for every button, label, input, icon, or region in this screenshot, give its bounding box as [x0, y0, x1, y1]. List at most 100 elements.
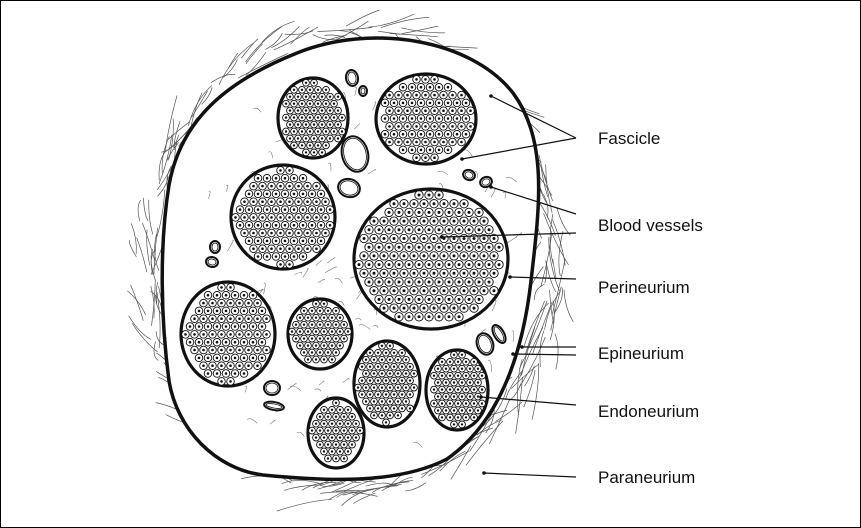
- paraneurium-fiber: [401, 28, 445, 33]
- paraneurium-fiber: [129, 240, 136, 257]
- leader-arrowhead: [489, 94, 493, 98]
- axon-core: [465, 117, 468, 120]
- axon-core: [293, 177, 296, 180]
- axon-core: [443, 220, 446, 223]
- axon-core: [469, 409, 471, 411]
- axon-core: [460, 94, 463, 97]
- axon-core: [437, 381, 439, 383]
- axon-core: [468, 211, 471, 214]
- axon-core: [329, 224, 332, 227]
- axon-core: [473, 402, 475, 404]
- axon-core: [406, 141, 409, 144]
- axon-core: [411, 86, 414, 89]
- paraneurium-fiber: [509, 383, 521, 400]
- axon-core: [198, 325, 201, 328]
- axon-core: [265, 317, 268, 320]
- axon-core: [445, 409, 447, 411]
- axon-core: [315, 185, 318, 188]
- axon-core: [319, 443, 321, 445]
- axon-core: [216, 372, 219, 375]
- axon-core: [315, 358, 317, 360]
- axon-core: [488, 263, 491, 266]
- paraneurium-fiber: [127, 291, 145, 315]
- axon-core: [365, 372, 367, 374]
- axon-core: [429, 86, 432, 89]
- axon-core: [438, 298, 441, 301]
- axon-core: [289, 96, 291, 98]
- axon-core: [252, 341, 255, 344]
- axon-core: [438, 246, 441, 249]
- axon-core: [477, 368, 479, 370]
- axon-core: [423, 254, 426, 257]
- axon-core: [428, 228, 431, 231]
- axon-core: [302, 193, 305, 196]
- paraneurium-fiber: [157, 292, 160, 348]
- axon-core: [337, 123, 339, 125]
- axon-core: [458, 281, 461, 284]
- axon-core: [463, 289, 466, 292]
- axon-core: [381, 400, 383, 402]
- axon-core: [337, 137, 339, 139]
- fascicle: [181, 282, 275, 386]
- axon-core: [243, 325, 246, 328]
- axon-core: [325, 89, 327, 91]
- axon-core: [343, 457, 345, 459]
- axon-core: [207, 372, 210, 375]
- axon-core: [216, 294, 219, 297]
- axon-core: [388, 246, 391, 249]
- axon-core: [284, 224, 287, 227]
- axon-core: [243, 232, 246, 235]
- axon-core: [243, 216, 246, 219]
- axon-core: [243, 200, 246, 203]
- axon-core: [403, 307, 406, 310]
- axon-core: [458, 298, 461, 301]
- axon-core: [335, 310, 337, 312]
- axon-core: [309, 89, 311, 91]
- axon-core: [438, 263, 441, 266]
- leader-arrowhead: [460, 157, 464, 161]
- axon-core: [331, 409, 333, 411]
- axon-core: [229, 317, 232, 320]
- axon-core: [397, 414, 399, 416]
- axon-core: [373, 414, 375, 416]
- label-endoneurium: Endoneurium: [598, 403, 699, 420]
- axon-core: [243, 372, 246, 375]
- axon-core: [238, 364, 241, 367]
- paraneurium-fiber: [516, 377, 523, 434]
- axon-core: [307, 358, 309, 360]
- axon-core: [424, 109, 427, 112]
- axon-core: [361, 379, 363, 381]
- axon-core: [293, 103, 295, 105]
- axon-core: [449, 388, 451, 390]
- axon-core: [465, 388, 467, 390]
- axon-core: [433, 78, 436, 81]
- axon-core: [438, 149, 441, 152]
- paraneurium-fiber: [528, 301, 548, 350]
- axon-core: [315, 436, 317, 438]
- axon-core: [270, 232, 273, 235]
- axon-core: [457, 416, 459, 418]
- axon-core: [243, 310, 246, 313]
- axon-core: [428, 315, 431, 318]
- axon-core: [207, 310, 210, 313]
- axon-core: [216, 341, 219, 344]
- axon-core: [202, 333, 205, 336]
- axon-core: [291, 330, 293, 332]
- axon-core: [317, 144, 319, 146]
- axon-core: [305, 123, 307, 125]
- axon-core: [331, 317, 333, 319]
- axon-core: [238, 302, 241, 305]
- axon-core: [453, 381, 455, 383]
- axon-core: [385, 393, 387, 395]
- axon-core: [293, 193, 296, 196]
- axon-core: [378, 246, 381, 249]
- axon-core: [305, 137, 307, 139]
- axon-core: [202, 364, 205, 367]
- axon-core: [247, 333, 250, 336]
- axon-core: [428, 246, 431, 249]
- axon-core: [319, 416, 321, 418]
- axon-core: [261, 341, 264, 344]
- paraneurium-fiber: [149, 200, 153, 235]
- axon-core: [275, 240, 278, 243]
- fascicle: [231, 165, 335, 269]
